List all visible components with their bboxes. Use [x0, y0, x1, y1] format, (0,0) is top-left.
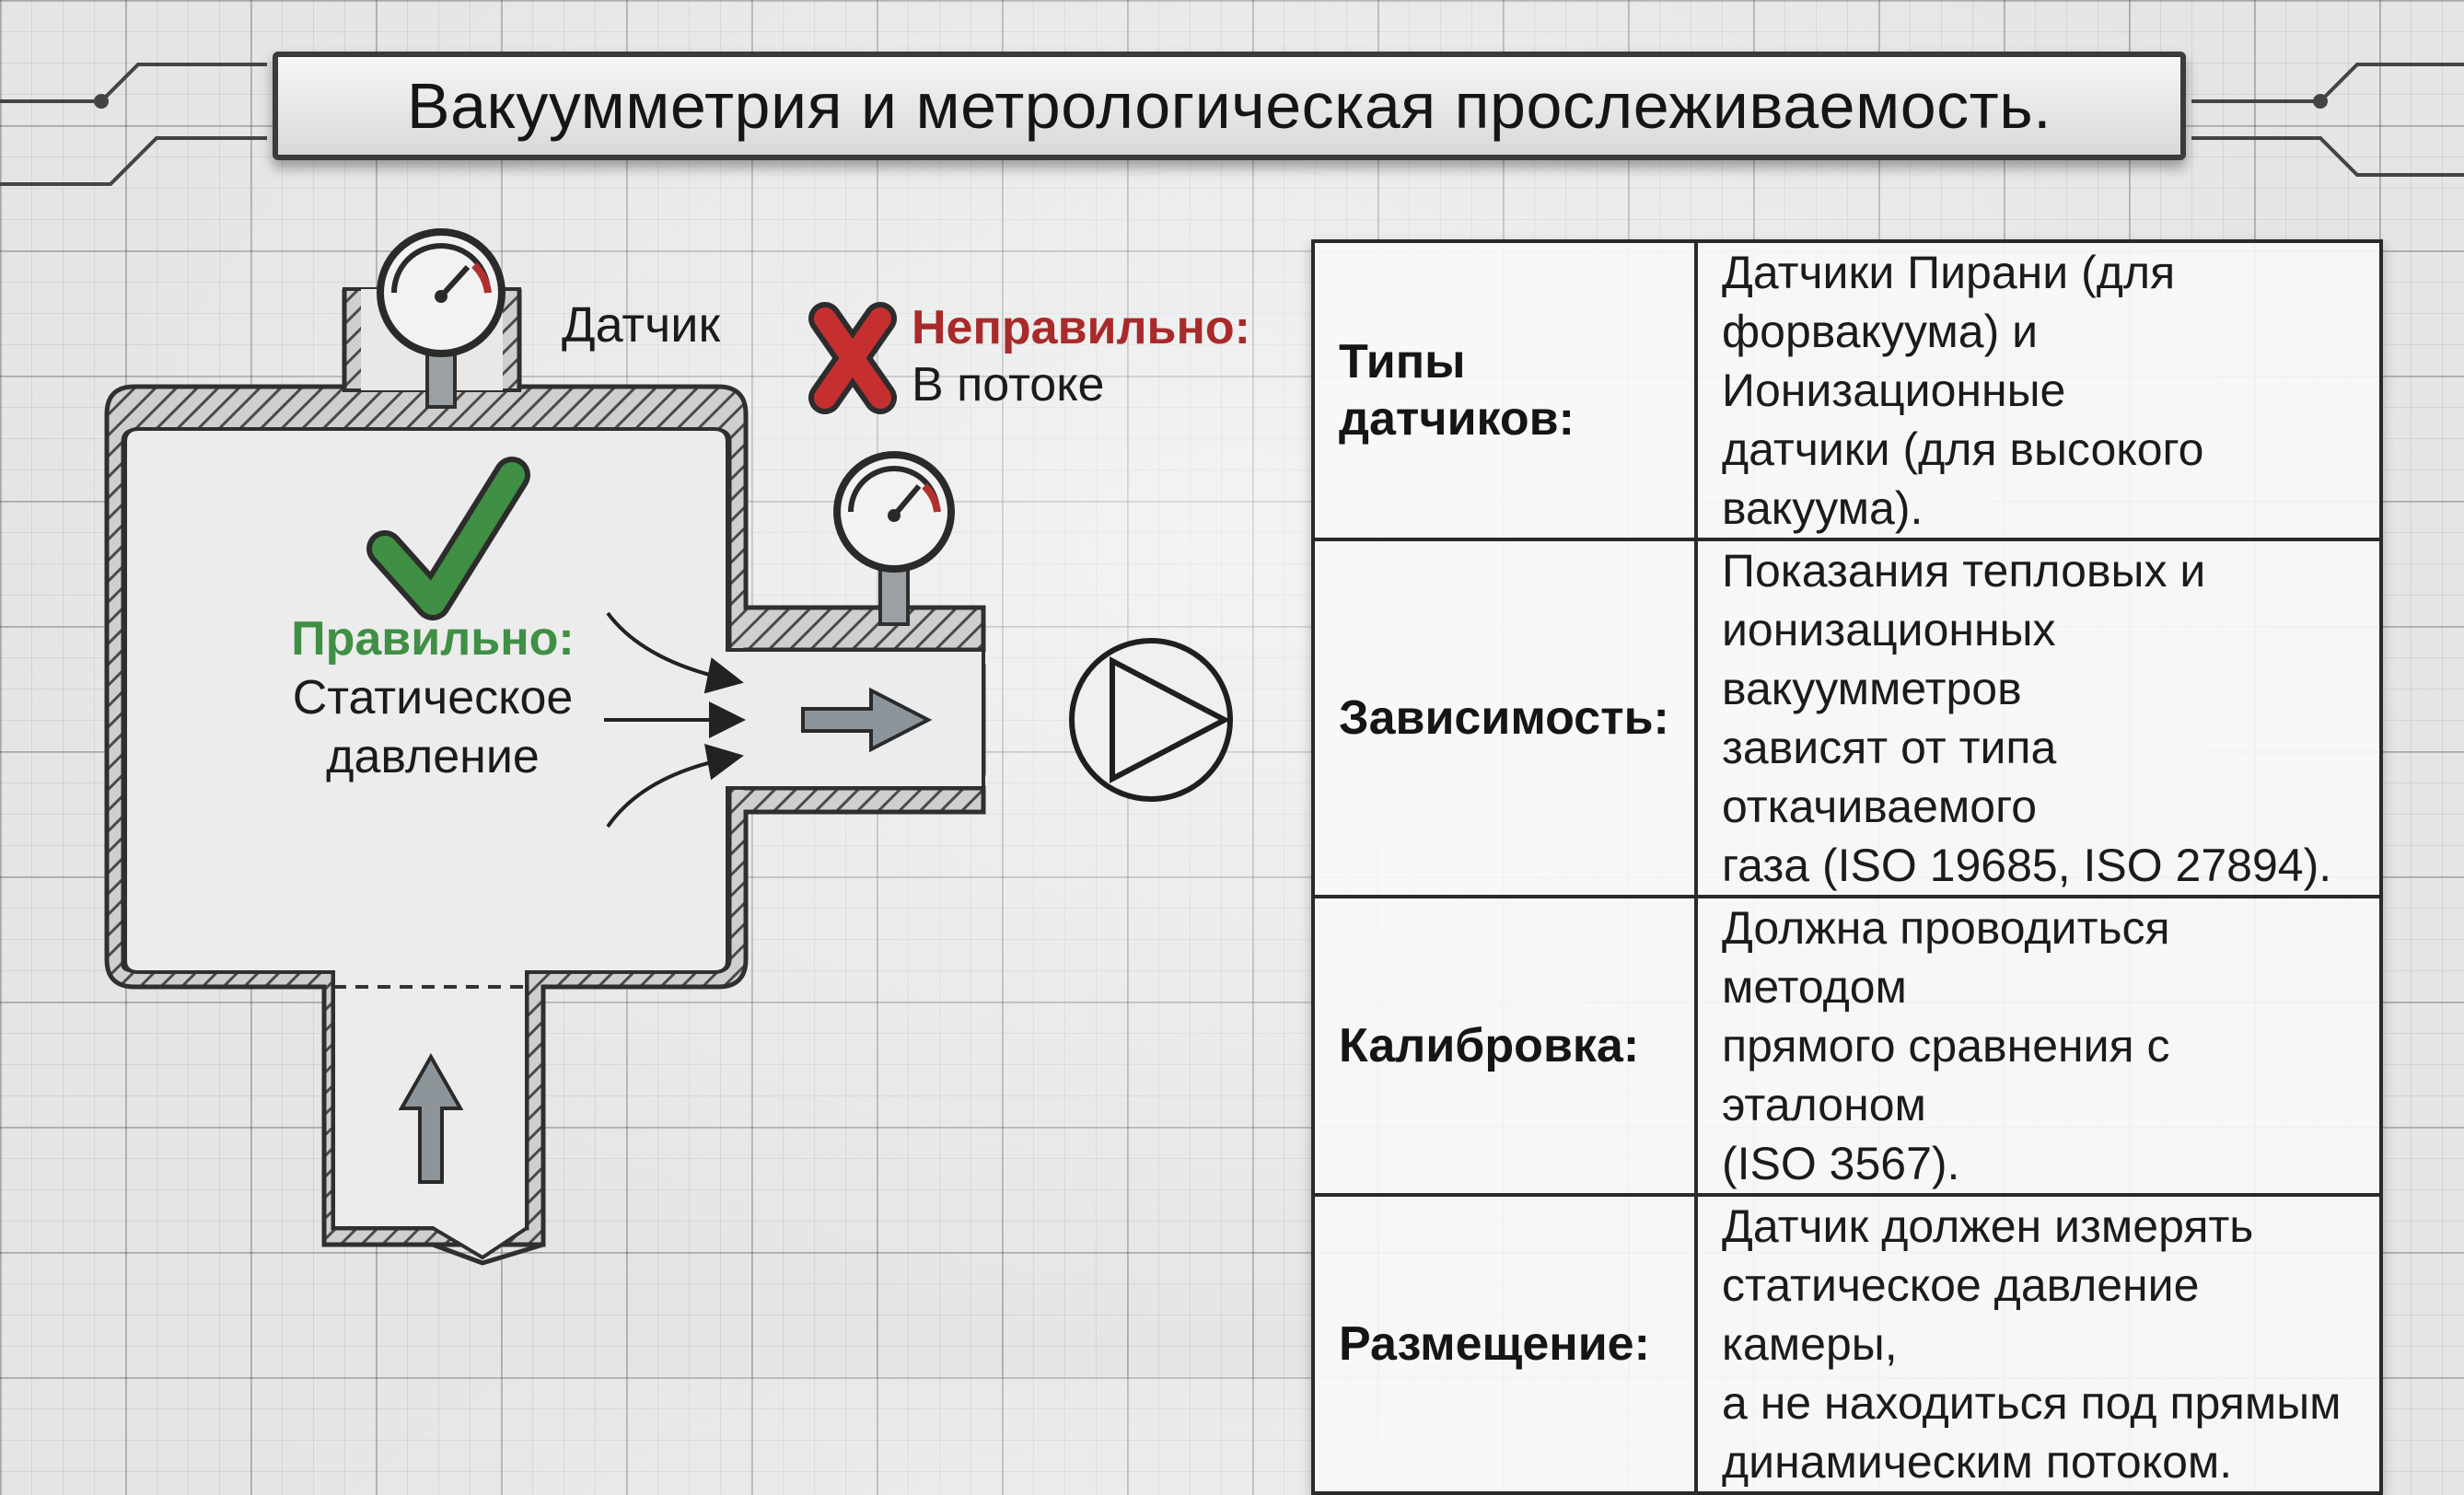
row-value-line: зависят от типа откачиваемого [1722, 722, 2057, 832]
check-mark-icon [366, 457, 530, 620]
table-key-cell: Калибровка: [1311, 895, 1698, 1197]
outlet-flow-arrow-icon [801, 687, 933, 753]
table-key-cell: Размещение: [1311, 1193, 1698, 1495]
row-value-line: ионизационных вакуумметров [1722, 604, 2056, 714]
table-value-cell: Датчики Пирани (для форвакуума) и Иониза… [1694, 239, 2383, 541]
page-title: Вакуумметрия и метрологическая прослежив… [406, 70, 2052, 142]
row-value-line: Датчик должен измерять [1722, 1200, 2254, 1252]
table-row-placement: Размещение: Датчик должен измерять стати… [1311, 1193, 2383, 1495]
table-value-cell: Должна проводиться методом прямого сравн… [1694, 895, 2383, 1197]
inlet-flow-arrow-icon [398, 1052, 464, 1184]
row-key-line1: Калибровка: [1339, 1019, 1640, 1072]
sensor-label: Датчик [562, 297, 721, 353]
row-value-line: а не находиться под прямым [1722, 1377, 2342, 1429]
row-key-line2: датчиков: [1339, 392, 1575, 446]
cross-mark-icon [808, 302, 897, 414]
table-key-cell: Типы датчиков: [1311, 239, 1698, 541]
correct-placement-text-line2: давление [326, 730, 540, 783]
top-gauge-icon [377, 228, 506, 409]
flow-arrows [604, 611, 746, 829]
correct-placement-text-line1: Статическое [292, 671, 574, 724]
row-value-line: (ISO 3567). [1722, 1138, 1960, 1189]
row-key-line1: Зависимость: [1339, 691, 1669, 745]
row-value-line: датчики (для высокого вакуума). [1722, 423, 2204, 534]
table-value-cell: Показания тепловых и ионизационных вакуу… [1694, 538, 2383, 898]
correct-placement-label: Правильно: [291, 612, 575, 666]
row-value-line: динамическим потоком. [1722, 1436, 2233, 1488]
info-table: Типы датчиков: Датчики Пирани (для форва… [1311, 239, 2383, 1495]
row-value-line: Показания тепловых и [1722, 545, 2206, 597]
row-value-line: статическое давление камеры, [1722, 1259, 2200, 1370]
title-banner: Вакуумметрия и метрологическая прослежив… [273, 52, 2186, 160]
row-key-line1: Типы [1339, 335, 1466, 388]
correct-placement-block: Правильно: Статическое давление [267, 609, 599, 786]
wrong-placement-label: Неправильно: [912, 301, 1250, 354]
table-value-cell: Датчик должен измерять статическое давле… [1694, 1193, 2383, 1495]
vacuum-pump-icon [1069, 638, 1233, 802]
background-scene [0, 63, 2464, 1266]
table-row-calibration: Калибровка: Должна проводиться методом п… [1311, 895, 2383, 1197]
row-value-line: форвакуума) и Ионизационные [1722, 306, 2066, 416]
circuit-traces-right [2191, 63, 2464, 177]
wrong-placement-text: В потоке [912, 358, 1105, 411]
table-row-sensor-types: Типы датчиков: Датчики Пирани (для форва… [1311, 239, 2383, 541]
table-row-dependency: Зависимость: Показания тепловых и иониза… [1311, 538, 2383, 898]
row-value-line: газа (ISO 19685, ISO 27894). [1722, 840, 2332, 891]
circuit-traces-left [0, 63, 267, 186]
row-value-line: прямого сравнения с эталоном [1722, 1020, 2170, 1130]
row-value-line: Должна проводиться методом [1722, 902, 2170, 1013]
vacuum-chamber [104, 384, 986, 1266]
row-key-line1: Размещение: [1339, 1317, 1650, 1371]
outlet-gauge-icon [833, 451, 955, 626]
row-value-line: Датчики Пирани (для [1722, 247, 2176, 298]
table-key-cell: Зависимость: [1311, 538, 1698, 898]
